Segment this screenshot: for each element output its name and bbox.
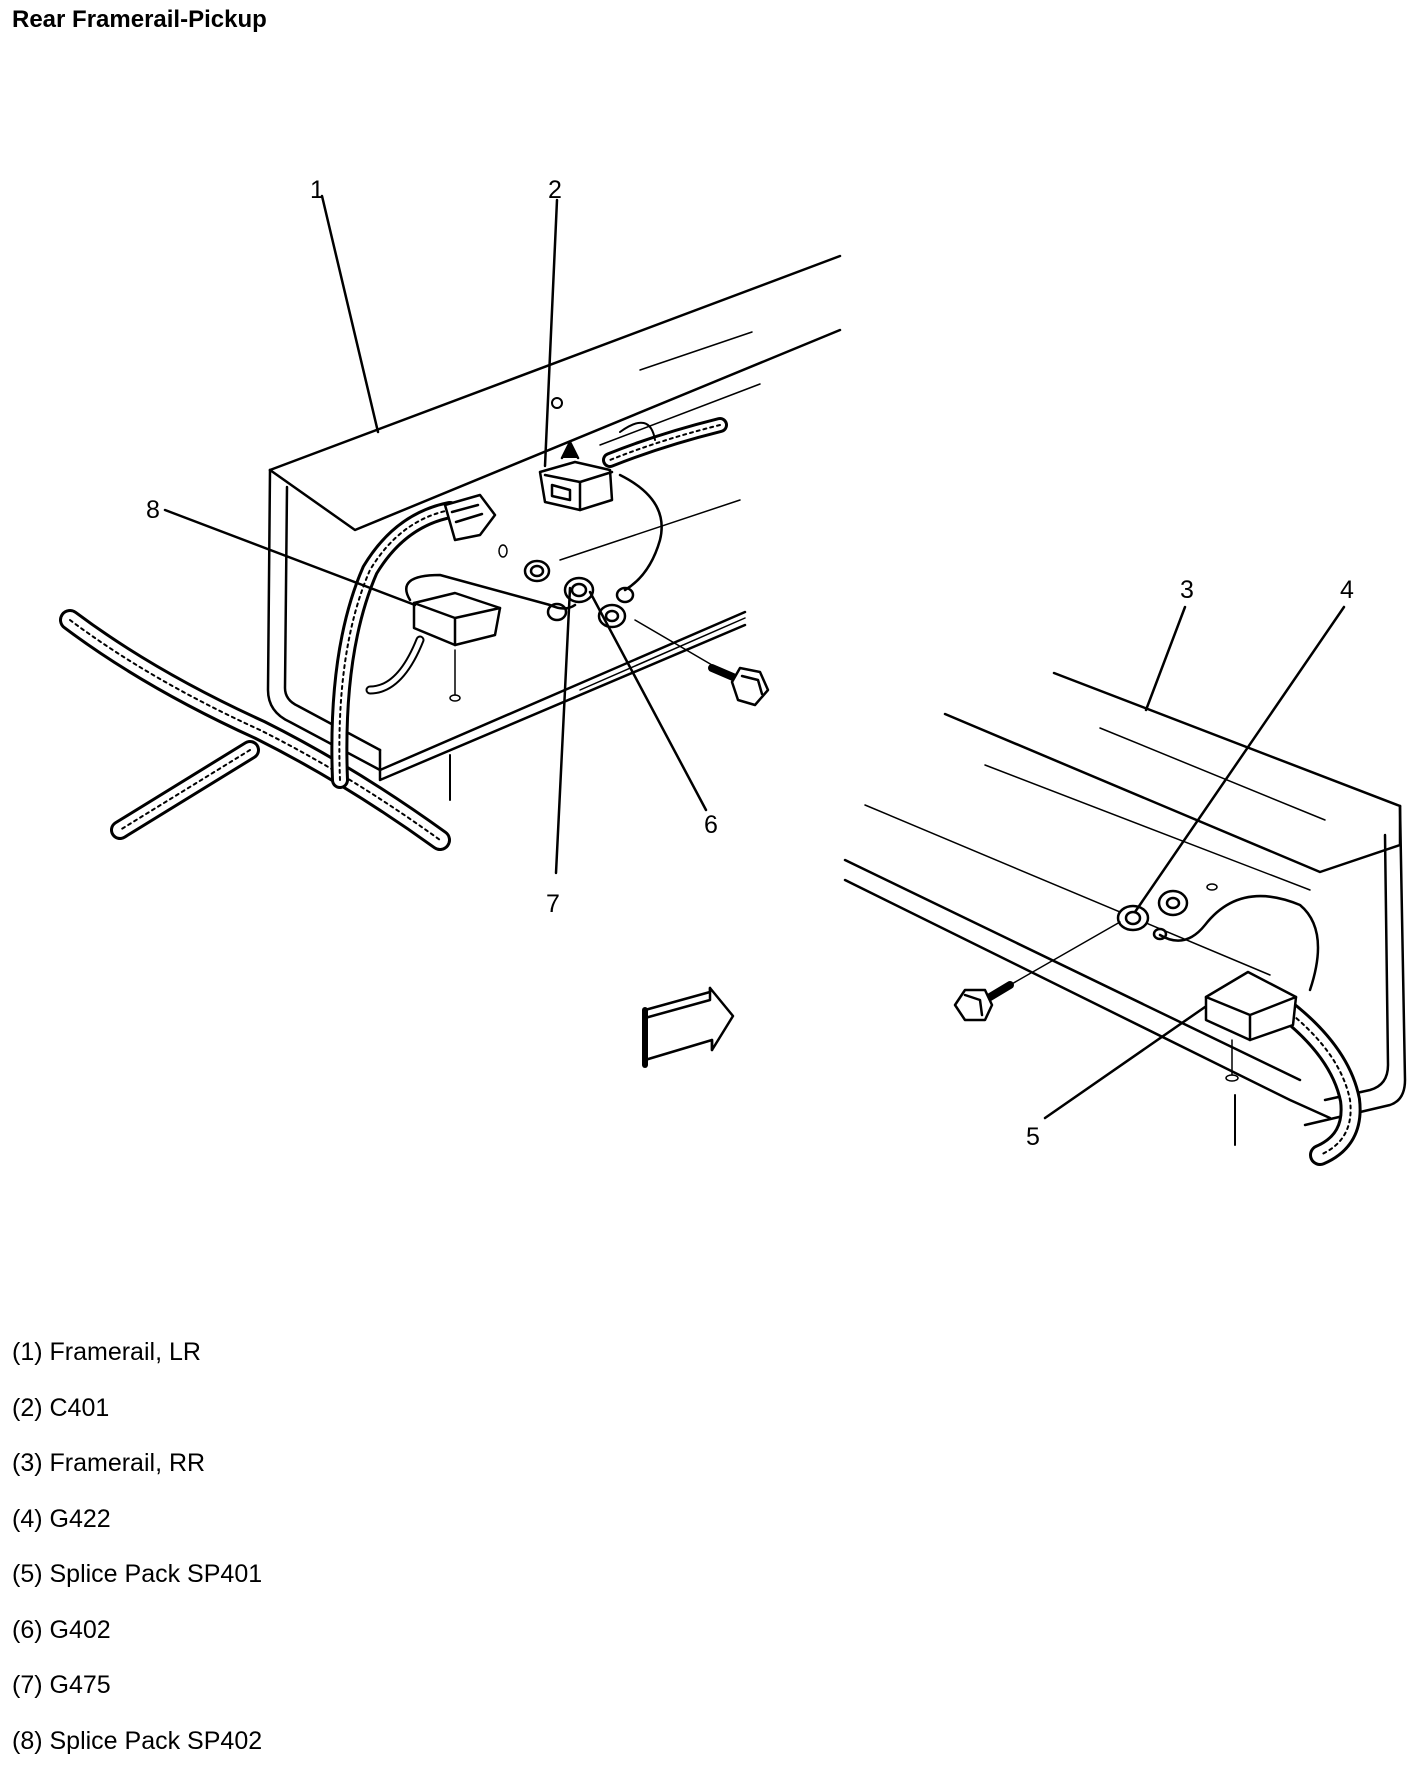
callout-1: 1	[310, 176, 324, 204]
legend-item: (4) G422	[12, 1505, 262, 1561]
legend-item: (7) G475	[12, 1671, 262, 1727]
callout-6: 6	[704, 811, 718, 839]
splice-pack-sp402	[414, 593, 500, 701]
callout-3: 3	[1180, 576, 1194, 604]
callout-labels: 1 2 3 4 5 6 7 8	[146, 176, 1354, 1151]
legend-item: (3) Framerail, RR	[12, 1449, 262, 1505]
connector-left	[445, 495, 495, 540]
callout-8: 8	[146, 496, 160, 524]
legend-item: (8) Splice Pack SP402	[12, 1727, 262, 1782]
callout-5: 5	[1026, 1123, 1040, 1151]
harness-left	[70, 423, 720, 840]
leader-lines-left	[165, 196, 706, 873]
legend-item: (5) Splice Pack SP401	[12, 1560, 262, 1616]
legend-item: (2) C401	[12, 1394, 262, 1450]
connector-c401	[540, 442, 612, 510]
framerail-lr	[268, 256, 840, 800]
callout-2: 2	[548, 176, 562, 204]
direction-arrow	[645, 988, 733, 1065]
wiring-diagram: 1 2 3 4 5 6 7 8	[0, 0, 1408, 1300]
callout-4: 4	[1340, 576, 1354, 604]
callout-7: 7	[546, 890, 560, 918]
legend-item: (6) G402	[12, 1616, 262, 1672]
legend-item: (1) Framerail, LR	[12, 1338, 262, 1394]
component-legend: (1) Framerail, LR (2) C401 (3) Framerail…	[12, 1338, 262, 1782]
